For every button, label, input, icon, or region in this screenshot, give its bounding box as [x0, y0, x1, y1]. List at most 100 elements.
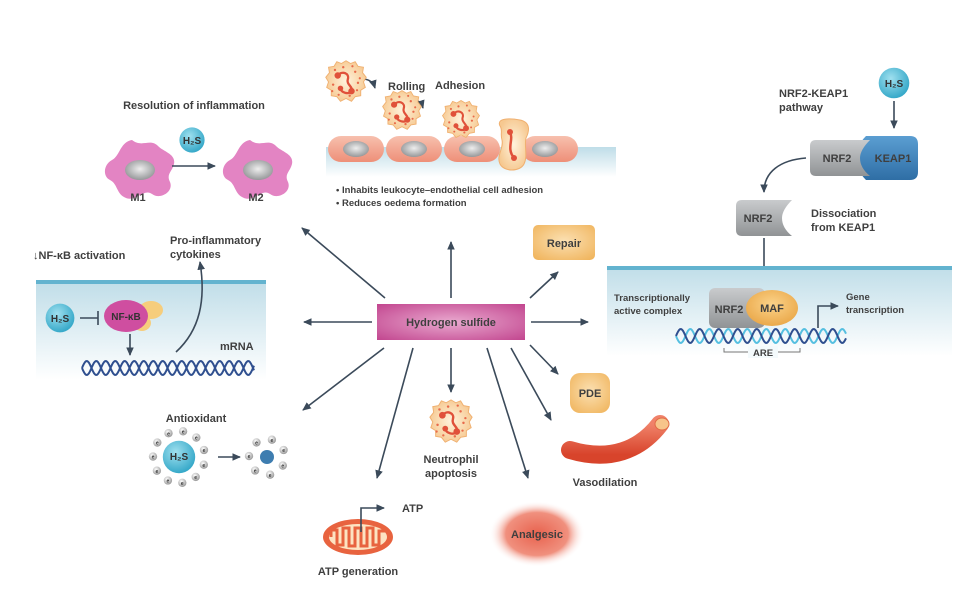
electron-icon	[148, 452, 158, 461]
electron-icon	[199, 460, 208, 469]
nfkb-panel: ↓NF-κB activation Pro-inflammatory cytok…	[33, 235, 266, 380]
arrow-to-repair	[529, 271, 559, 299]
electron-icon	[178, 427, 188, 436]
gene-label-2: transcription	[846, 305, 904, 316]
electron-icon	[278, 461, 287, 470]
neutrophil-adhered-icon	[441, 99, 481, 139]
complex-label: Transcriptionally	[614, 293, 691, 304]
dna-strand	[675, 327, 847, 345]
analgesic-label: Analgesic	[511, 529, 563, 541]
complex-label-2: active complex	[614, 306, 683, 317]
oxidized-molecule-icon	[260, 450, 274, 464]
maf-protein-icon	[746, 290, 798, 326]
antioxidant-title: Antioxidant	[166, 413, 227, 425]
electron-icon	[178, 478, 187, 487]
leukocyte-adhesion-panel: Rolling Adhesion • Inhabits leukocyte–en…	[324, 59, 616, 209]
h2s-label: H₂S	[885, 79, 904, 90]
electron-icon	[252, 438, 261, 447]
arrow-to-antioxidant	[302, 347, 385, 411]
keap1-label: KEAP1	[875, 153, 912, 165]
atp-output-arrow	[360, 504, 385, 532]
electron-icon	[199, 445, 209, 455]
arrow-to-analgesic	[486, 347, 530, 479]
pde-label: PDE	[579, 388, 602, 400]
apoptosis-label: apoptosis	[425, 468, 477, 480]
electron-icon	[244, 451, 254, 461]
dna-helix-icon	[675, 327, 847, 345]
resolution-of-inflammation-panel: Resolution of inflammation M1 M2 H₂S	[104, 100, 293, 204]
neutrophil-rolling-icon	[324, 59, 368, 103]
free-nrf2-icon	[736, 200, 792, 236]
macrophage-m2-icon	[222, 140, 293, 199]
rolling-label: Rolling	[388, 81, 425, 93]
cell-region	[36, 280, 266, 380]
nfkb-activation-title: ↓NF-κB activation	[33, 250, 126, 262]
vasodilation-label: Vasodilation	[573, 477, 638, 489]
nrf2-label: NRF2	[823, 153, 852, 165]
arrow-to-vasodilation	[510, 347, 552, 421]
arrow-to-atp	[375, 347, 414, 479]
repair-box	[533, 225, 595, 260]
electron-icon	[279, 445, 288, 455]
antioxidant-node: Antioxidant H₂S	[148, 413, 288, 487]
electron-icon	[191, 472, 200, 482]
cytokines-label-2: cytokines	[170, 249, 221, 261]
repair-node: Repair	[533, 225, 595, 260]
electron-icon	[250, 466, 260, 475]
electron-icon	[164, 429, 173, 438]
nfkb-label: NF-κB	[111, 312, 140, 323]
hydrogen-sulfide-label: Hydrogen sulfide	[406, 317, 496, 329]
electron-icon	[192, 433, 201, 442]
pde-node: PDE	[570, 373, 610, 413]
cytokines-label: Pro-inflammatory	[170, 235, 262, 247]
mrna-label: mRNA	[220, 341, 254, 353]
vasodilation-node: Vasodilation	[561, 415, 670, 489]
center-node: Hydrogen sulfide	[377, 304, 525, 340]
cytokine-export-arrow	[175, 261, 205, 353]
electron-icon	[265, 470, 275, 479]
neutrophil-apoptosis-node: Neutrophil apoptosis	[424, 398, 479, 480]
hydrogen-sulfide-box	[377, 304, 525, 340]
analgesic-glow-icon	[489, 501, 585, 567]
neutrophil-icon	[381, 89, 423, 131]
h2s-label: H₂S	[170, 452, 189, 463]
gene-label: Gene	[846, 292, 870, 303]
neutrophil-icon	[428, 398, 474, 444]
nrf2-pathway-subtitle: pathway	[779, 102, 824, 114]
gene-transcription-arrow	[817, 302, 839, 328]
repair-label: Repair	[547, 238, 582, 250]
analgesic-node: Analgesic	[489, 501, 585, 567]
nfkb-complex-icon	[104, 300, 148, 332]
dissociation-label-2: from KEAP1	[811, 222, 875, 234]
endothelial-cells	[328, 136, 578, 162]
arrow-to-resolution	[301, 227, 386, 299]
electron-icon	[163, 476, 173, 485]
m1-label: M1	[130, 192, 145, 204]
are-label: ARE	[753, 348, 773, 359]
neutrophil-transmigrating-icon	[498, 118, 529, 171]
h2s-label: H₂S	[51, 314, 70, 325]
atp-generation-label: ATP generation	[318, 566, 399, 578]
nuclear-membrane	[607, 266, 952, 270]
keap1-protein-icon	[856, 136, 918, 180]
dissociation-arrow	[760, 157, 807, 193]
nrf2-keap1-panel: NRF2-KEAP1 pathway H₂S NRF2 KEAP1 NRF2 D…	[607, 67, 952, 359]
complex-nrf2-label: NRF2	[715, 304, 744, 316]
macrophage-m1-icon	[104, 140, 175, 199]
pde-box	[570, 373, 610, 413]
free-nrf2-label: NRF2	[744, 213, 773, 225]
electron-icon	[152, 466, 162, 475]
dna-helix-icon	[81, 359, 255, 377]
nrf2-pathway-title: NRF2-KEAP1	[779, 88, 848, 100]
cell-membrane	[36, 280, 266, 284]
electron-icon	[267, 435, 277, 444]
atp-label: ATP	[402, 503, 423, 515]
arrow-to-pde	[529, 344, 559, 375]
atp-generation-node: ATP ATP generation	[318, 503, 423, 578]
maf-label: MAF	[760, 303, 784, 315]
blood-vessel-icon	[561, 415, 669, 464]
dna-strand	[81, 359, 255, 377]
h2s-label: H₂S	[183, 136, 202, 147]
nrf2-protein-icon	[810, 140, 870, 176]
